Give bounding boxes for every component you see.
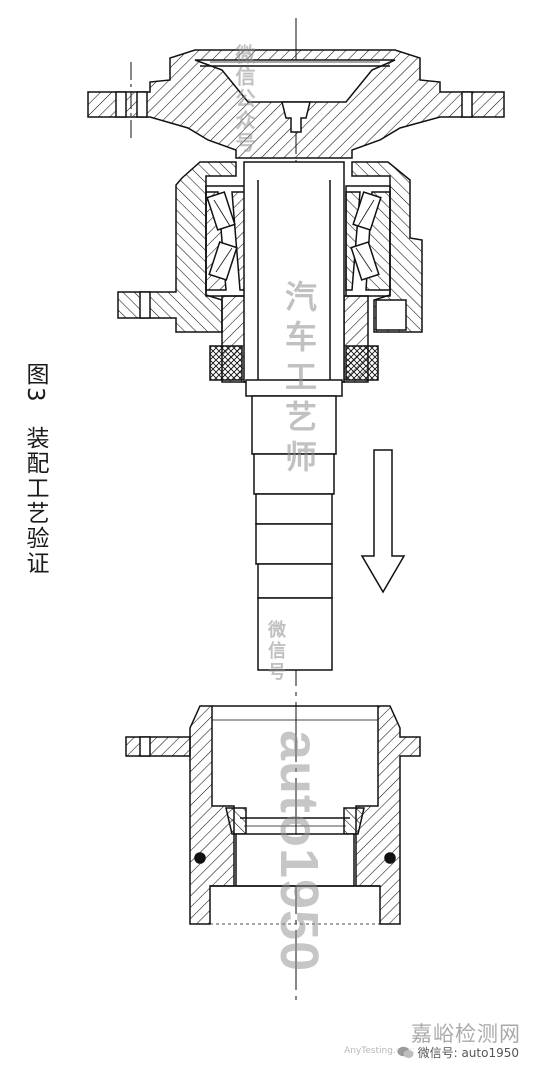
right-bearing <box>345 185 391 297</box>
site-url: AnyTesting.com <box>344 1046 415 1056</box>
left-o-ring <box>194 852 206 864</box>
right-o-ring <box>384 852 396 864</box>
watermark-wechat-id: auto1950 <box>269 730 329 973</box>
right-seal <box>345 345 379 381</box>
figure-title: 装配工艺验证 <box>22 425 48 576</box>
site-watermark: 嘉峪检测网 AnyTesting.com <box>344 1018 521 1056</box>
wechat-id-line: 微信号: auto1950 <box>394 1044 521 1061</box>
watermark-wechat-id-label: 微信号 <box>265 620 286 683</box>
watermark-auto-craftsman: 汽车工艺师 <box>280 280 318 480</box>
left-seal <box>209 345 243 381</box>
left-bearing <box>205 185 247 297</box>
wechat-icon <box>397 1046 414 1058</box>
wechat-id-text: 微信号: auto1950 <box>417 1046 519 1060</box>
press-direction-arrow <box>360 449 406 594</box>
figure-number: 图3 <box>22 362 48 404</box>
watermark-wechat-official: 微信公众号 <box>232 44 256 154</box>
hub-flange <box>87 49 505 159</box>
figure-caption: 图3 装配工艺验证 <box>18 362 52 576</box>
lower-housing <box>125 705 421 925</box>
spindle-shaft <box>243 161 345 671</box>
site-name: 嘉峪检测网 <box>411 1022 521 1046</box>
